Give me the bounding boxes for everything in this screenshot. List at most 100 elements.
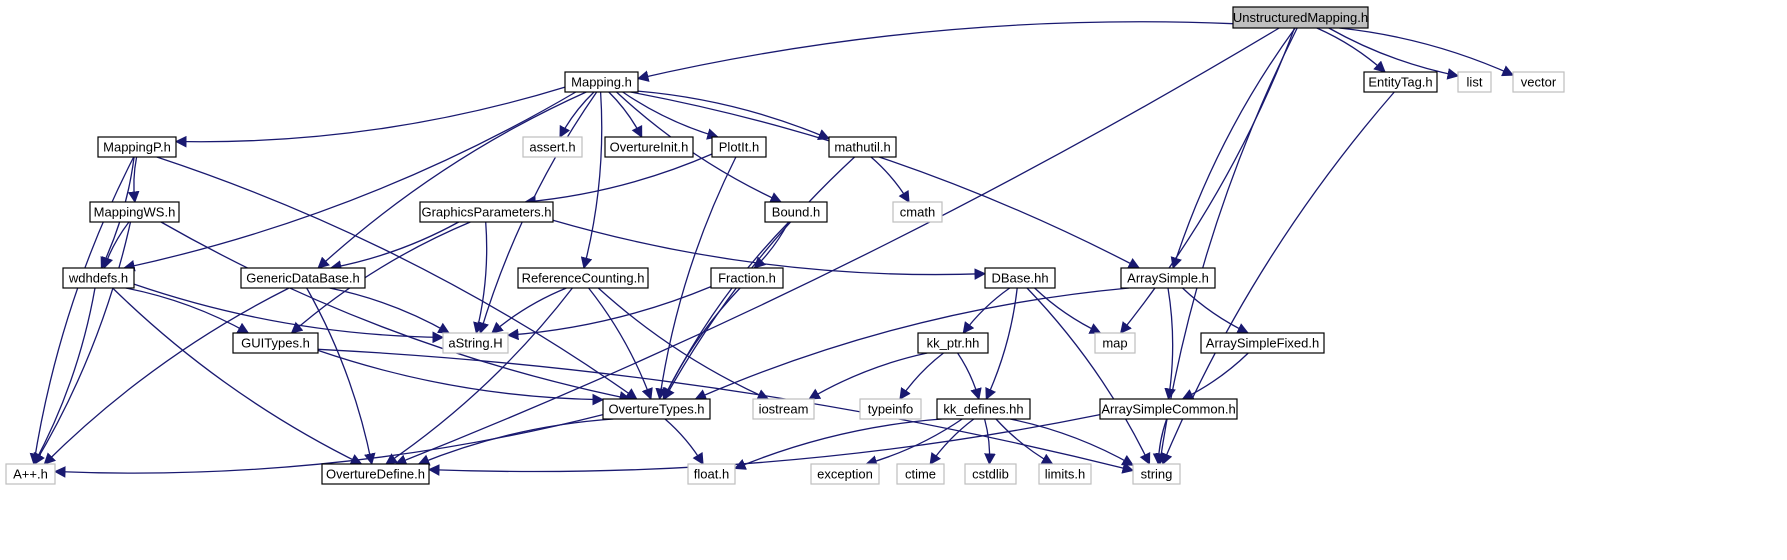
node-referencecounting[interactable]: ReferenceCounting.h: [517, 267, 649, 289]
edge-unstructuredmapping-to-mapping: [636, 21, 1234, 82]
node-fraction[interactable]: Fraction.h: [710, 267, 784, 289]
edge-bound-to-overturetypes: [663, 221, 790, 401]
edge-mapping-to-bound: [616, 91, 783, 203]
edge-wdhdefs-to-guitypes: [125, 287, 250, 334]
node-assert: assert.h: [522, 136, 583, 158]
node-overturetypes[interactable]: OvertureTypes.h: [602, 398, 711, 420]
edge-kkptr-to-kkdefines: [957, 352, 982, 401]
node-arraysimple[interactable]: ArraySimple.h: [1120, 267, 1216, 289]
node-box-mappingws: [89, 201, 180, 223]
node-box-vector: [1512, 71, 1565, 93]
edge-genericdatabase-to-astring: [329, 287, 451, 334]
node-box-dbase: [984, 267, 1056, 289]
node-box-arraysimplefixed: [1200, 332, 1325, 354]
node-label-arraysimplefixed: ArraySimpleFixed.h: [1206, 336, 1319, 351]
edge-mapping-to-wdhdefs: [123, 91, 577, 272]
node-label-mappingws: MappingWS.h: [94, 205, 176, 220]
node-kkdefines[interactable]: kk_defines.hh: [936, 398, 1031, 420]
node-box-mathutil: [828, 136, 897, 158]
node-mathutil[interactable]: mathutil.h: [828, 136, 897, 158]
node-mappingws[interactable]: MappingWS.h: [89, 201, 180, 223]
node-label-assert: assert.h: [529, 140, 575, 155]
edge-mapping-to-genericdatabase: [317, 91, 587, 269]
node-overturedefine[interactable]: OvertureDefine.h: [321, 463, 430, 485]
node-label-overturedefine: OvertureDefine.h: [326, 467, 425, 482]
node-plotit[interactable]: PlotIt.h: [711, 136, 767, 158]
node-box-graphicsparameters: [419, 201, 554, 223]
node-label-ctime: ctime: [905, 467, 936, 482]
node-unstructuredmapping[interactable]: UnstructuredMapping.h: [1232, 6, 1369, 29]
node-genericdatabase[interactable]: GenericDataBase.h: [240, 267, 366, 289]
edge-mapping-to-mathutil: [637, 90, 831, 140]
node-typeinfo: typeinfo: [859, 398, 922, 420]
node-mappingp[interactable]: MappingP.h: [97, 136, 177, 158]
edge-fraction-to-overturetypes: [662, 287, 741, 401]
node-kkptr[interactable]: kk_ptr.hh: [917, 332, 989, 354]
node-box-plotit: [711, 136, 767, 158]
edge-mappingp-to-overturetypes: [156, 156, 638, 400]
node-iostream: iostream: [752, 398, 815, 420]
edge-arraysimplefixed-to-arraysimplecommon: [1181, 352, 1249, 400]
node-astring: aString.H: [442, 332, 509, 354]
edge-unstructuredmapping-to-map: [1119, 27, 1296, 334]
edge-mapping-to-assert: [559, 91, 595, 139]
node-string: string: [1132, 463, 1181, 485]
edge-mappingp-to-mappingws: [127, 156, 140, 204]
node-dbase[interactable]: DBase.hh: [984, 267, 1056, 289]
edge-overturetypes-to-float: [664, 418, 704, 466]
edge-arraysimplecommon-to-overturedefine: [427, 413, 1101, 476]
node-label-overturetypes: OvertureTypes.h: [608, 402, 704, 417]
node-label-unstructuredmapping: UnstructuredMapping.h: [1233, 10, 1368, 25]
edge-plotit-to-overturetypes: [655, 156, 737, 401]
edge-referencecounting-to-iostream: [597, 287, 770, 401]
node-label-exception: exception: [817, 467, 873, 482]
edge-arraysimplecommon-to-string: [1152, 418, 1168, 466]
node-map: map: [1094, 332, 1136, 354]
edge-wdhdefs-to-aplusplus: [33, 287, 96, 466]
node-label-overtureinit: OvertureInit.h: [610, 140, 689, 155]
node-label-mappingp: MappingP.h: [103, 140, 171, 155]
edge-mapping-to-plotit: [622, 91, 719, 140]
node-mapping[interactable]: Mapping.h: [564, 71, 639, 93]
node-label-arraysimple: ArraySimple.h: [1127, 271, 1209, 286]
node-box-overtureinit: [604, 136, 694, 158]
node-wdhdefs[interactable]: wdhdefs.h: [62, 267, 135, 289]
node-box-wdhdefs: [62, 267, 135, 289]
edge-graphicsparameters-to-guitypes: [290, 221, 471, 334]
edge-unstructuredmapping-to-arraysimple: [1170, 27, 1296, 270]
edge-guitypes-to-overturetypes: [317, 349, 605, 406]
node-box-kkdefines: [936, 398, 1031, 420]
edge-kkdefines-to-ctime: [929, 418, 975, 465]
node-box-string: [1132, 463, 1181, 485]
edge-genericdatabase-to-aplusplus: [43, 287, 290, 465]
node-guitypes[interactable]: GUITypes.h: [232, 332, 319, 354]
node-arraysimplecommon[interactable]: ArraySimpleCommon.h: [1099, 398, 1238, 420]
node-label-list: list: [1467, 75, 1483, 90]
node-label-limits: limits.h: [1045, 467, 1085, 482]
edge-arraysimple-to-overturetypes: [694, 287, 1130, 401]
node-entitytag[interactable]: EntityTag.h: [1363, 71, 1438, 93]
node-label-aplusplus: A++.h: [13, 467, 48, 482]
node-box-ctime: [896, 463, 945, 485]
node-label-graphicsparameters: GraphicsParameters.h: [421, 205, 551, 220]
edge-arraysimple-to-arraysimplefixed: [1182, 287, 1250, 334]
node-vector: vector: [1512, 71, 1565, 93]
node-arraysimplefixed[interactable]: ArraySimpleFixed.h: [1200, 332, 1325, 354]
node-box-overturetypes: [602, 398, 711, 420]
node-bound[interactable]: Bound.h: [764, 201, 828, 223]
node-box-cstdlib: [964, 463, 1017, 485]
node-label-kkptr: kk_ptr.hh: [927, 336, 980, 351]
node-overtureinit[interactable]: OvertureInit.h: [604, 136, 694, 158]
node-label-kkdefines: kk_defines.hh: [943, 402, 1023, 417]
edge-overturetypes-to-overturedefine: [417, 418, 614, 466]
edge-graphicsparameters-to-dbase: [552, 219, 987, 280]
edge-dbase-to-kkptr: [962, 287, 1011, 334]
edge-kkdefines-to-cstdlib: [983, 418, 996, 466]
node-label-arraysimplecommon: ArraySimpleCommon.h: [1101, 402, 1235, 417]
edge-mapping-to-mappingp: [174, 86, 566, 148]
node-graphicsparameters[interactable]: GraphicsParameters.h: [419, 201, 554, 223]
node-label-guitypes: GUITypes.h: [241, 336, 310, 351]
node-box-float: [687, 463, 736, 485]
edge-dbase-to-map: [1034, 287, 1102, 334]
